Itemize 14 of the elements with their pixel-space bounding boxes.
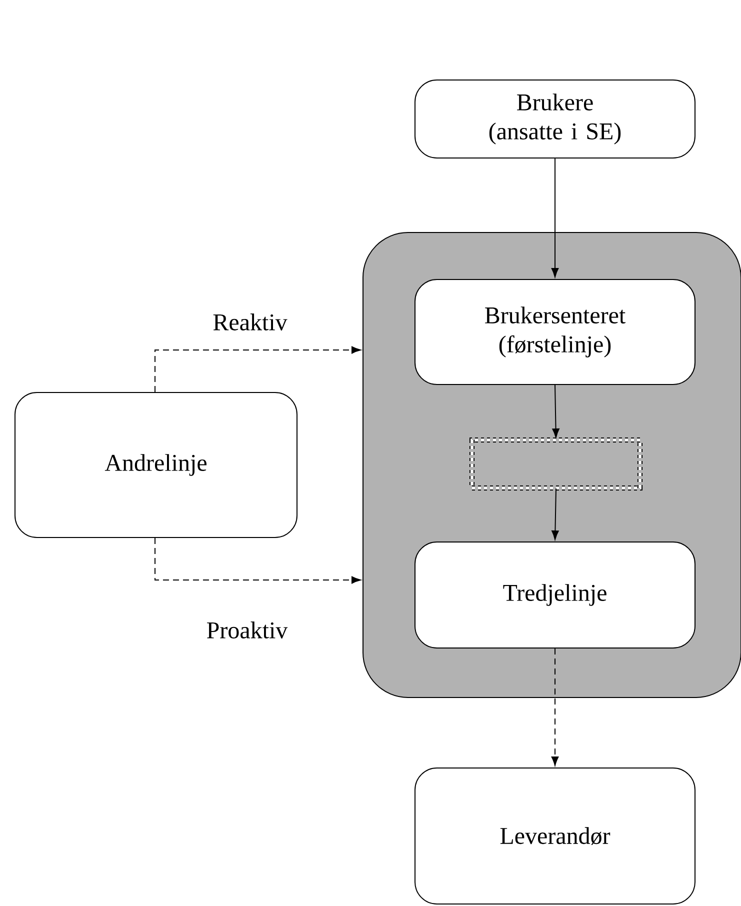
dashed-box bbox=[470, 438, 642, 490]
edge-label: Reaktiv bbox=[212, 312, 288, 332]
process-box: Tredjelinje bbox=[414, 542, 696, 648]
process-box: Leverandør bbox=[414, 768, 696, 904]
arrow bbox=[551, 648, 559, 766]
arrow bbox=[552, 384, 560, 438]
process-box: Brukersenteret (førstelinje) bbox=[414, 279, 696, 385]
arrow bbox=[551, 158, 559, 278]
arrow bbox=[154, 538, 361, 584]
process-box: Andrelinje bbox=[14, 392, 298, 538]
process-box: Brukere (ansatte i SE) bbox=[414, 80, 696, 158]
edge-label: Proaktiv bbox=[205, 620, 289, 640]
arrow bbox=[552, 488, 559, 540]
arrow bbox=[154, 346, 361, 392]
